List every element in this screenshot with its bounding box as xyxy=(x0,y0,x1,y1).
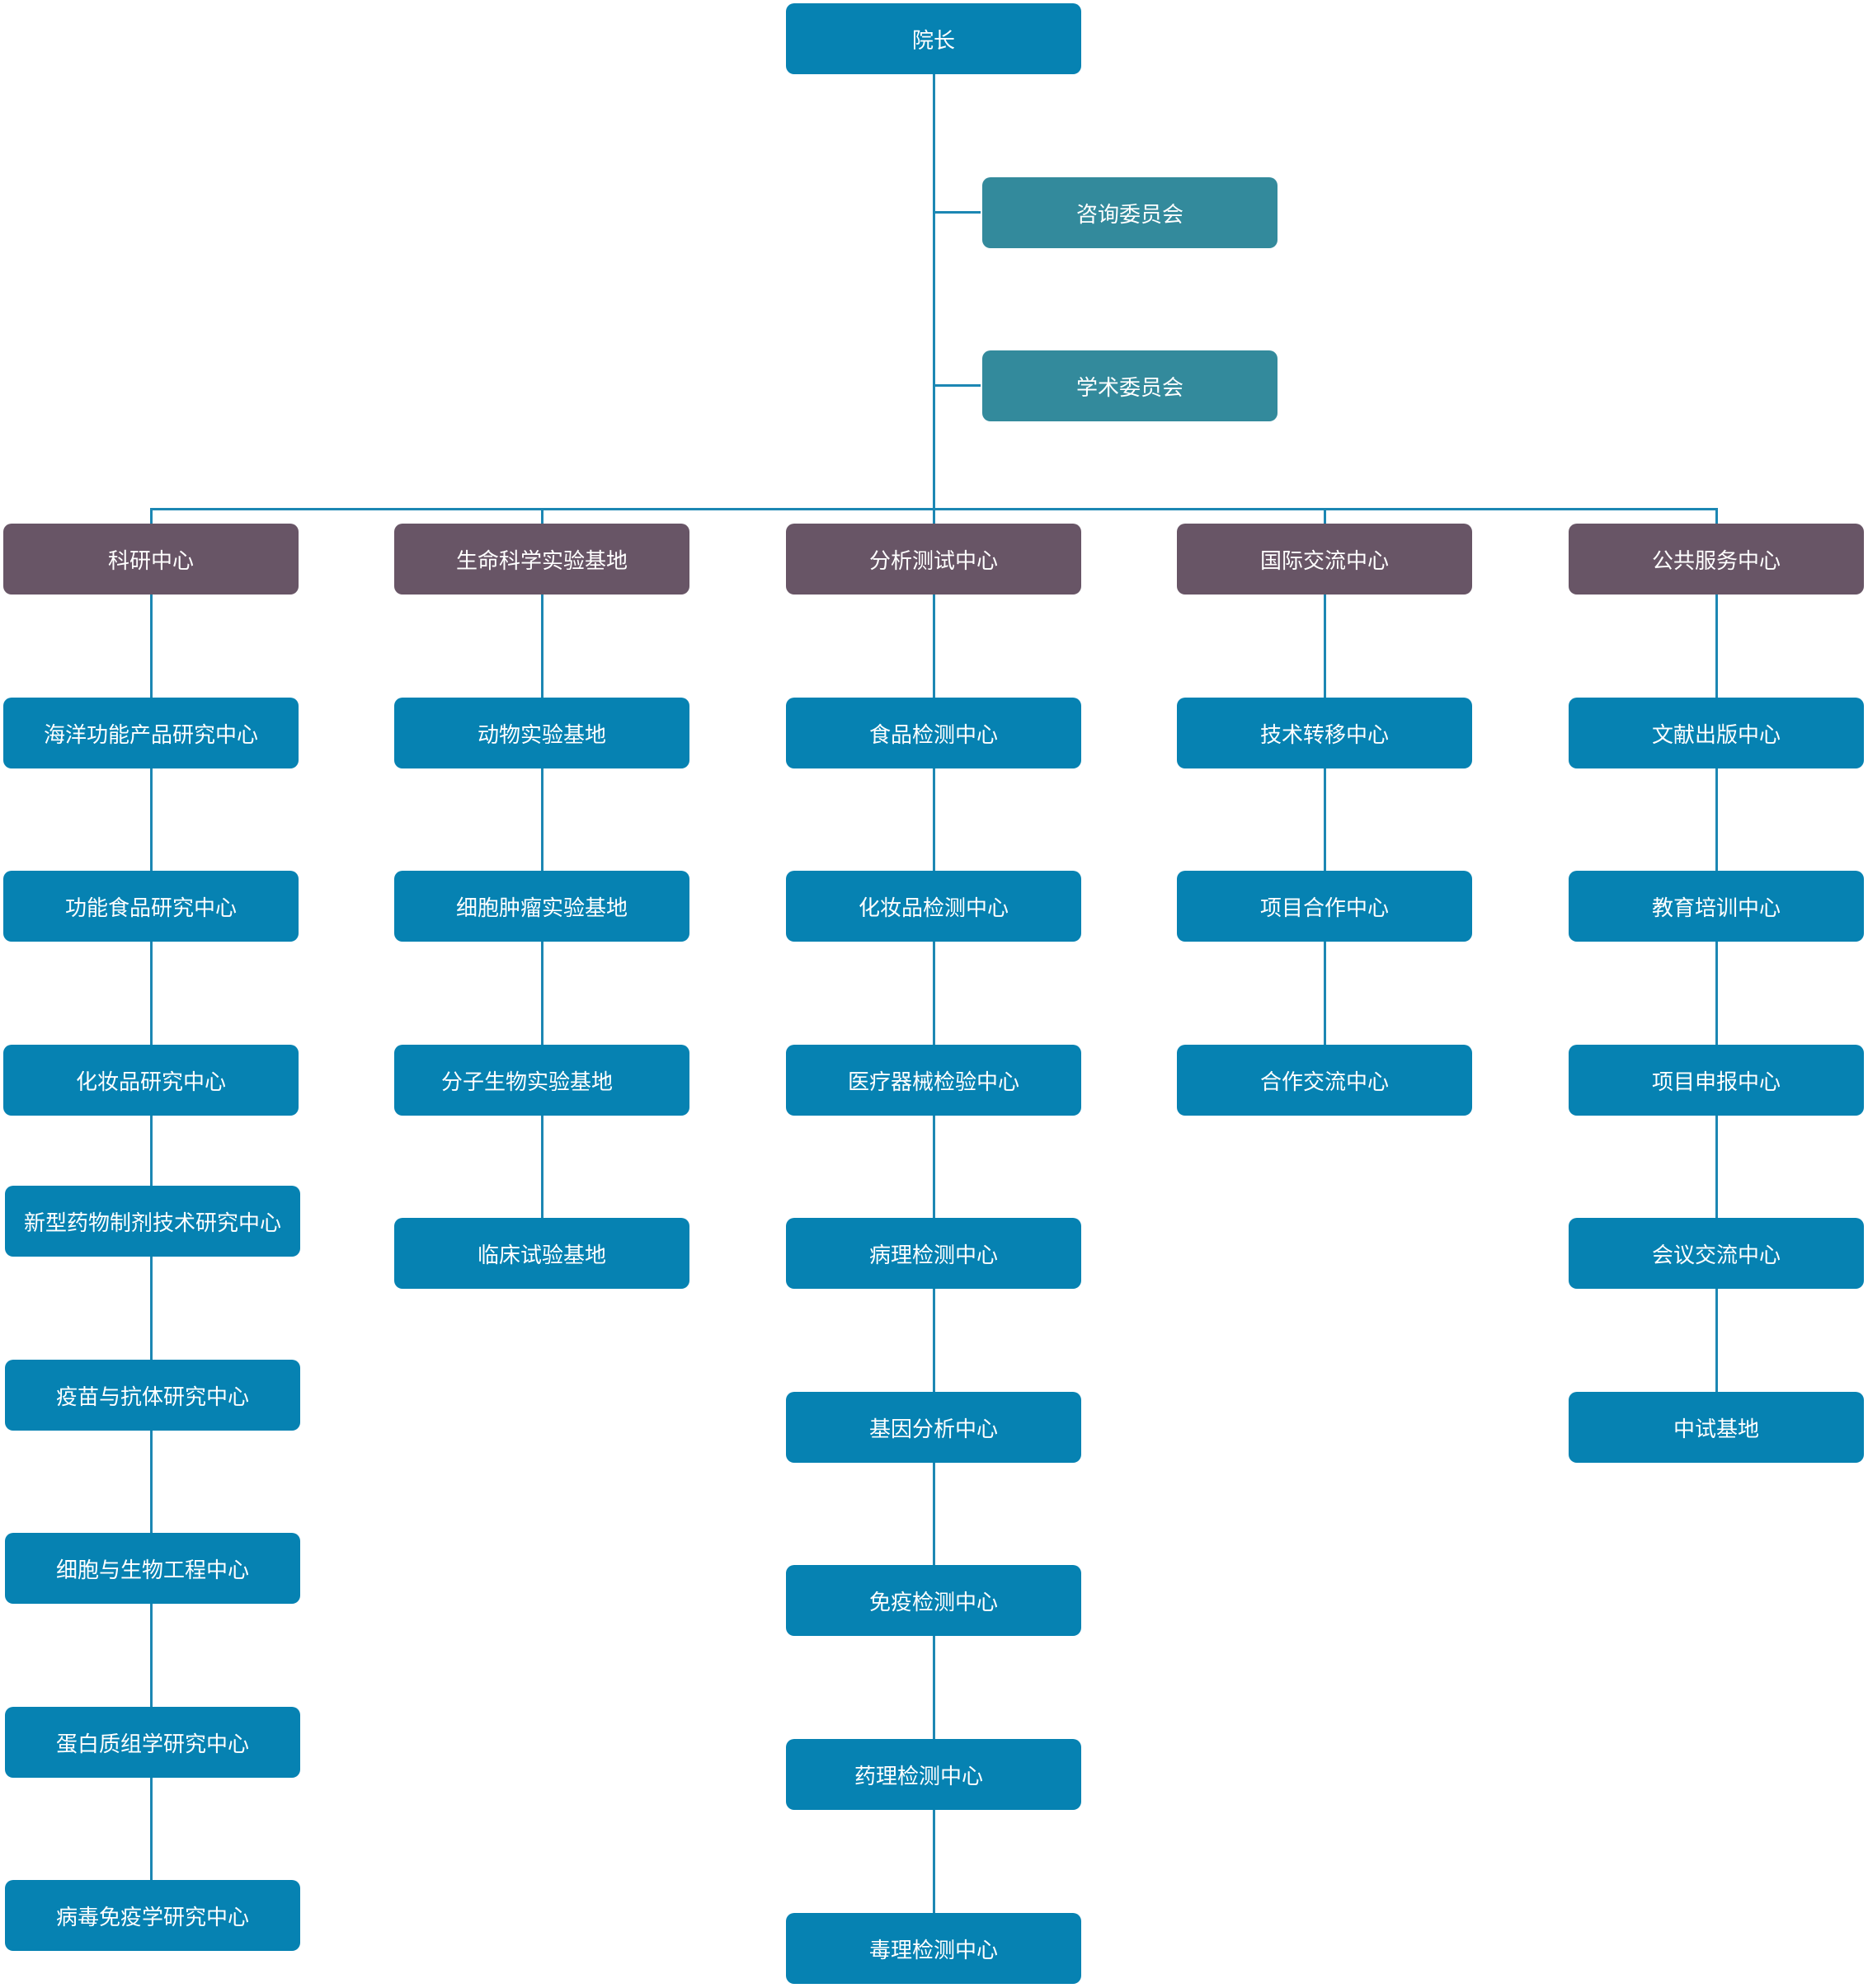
node-label: 医疗器械检验中心 xyxy=(847,1069,1019,1095)
node-analysis-child-8[interactable]: 毒理检测中心 xyxy=(786,1913,1081,1984)
node-label: 教育培训中心 xyxy=(1651,895,1781,921)
node-label: 院长 xyxy=(911,28,955,54)
node-label: 疫苗与抗体研究中心 xyxy=(55,1384,249,1410)
node-label: 化妆品研究中心 xyxy=(75,1069,226,1095)
node-label: 学术委员会 xyxy=(1075,375,1183,401)
division-1-drop-line xyxy=(150,508,153,524)
node-label: 免疫检测中心 xyxy=(868,1590,998,1615)
node-public-child-1[interactable]: 文献出版中心 xyxy=(1569,698,1864,768)
node-research-child-5[interactable]: 疫苗与抗体研究中心 xyxy=(5,1360,300,1431)
node-label: 细胞与生物工程中心 xyxy=(55,1558,249,1583)
node-label: 科研中心 xyxy=(107,548,194,574)
node-label: 项目合作中心 xyxy=(1259,895,1389,921)
node-research-child-1[interactable]: 海洋功能产品研究中心 xyxy=(3,698,299,768)
division-4-column-line xyxy=(1324,594,1326,1055)
node-analysis-child-6[interactable]: 免疫检测中心 xyxy=(786,1565,1081,1636)
node-label: 新型药物制剂技术研究中心 xyxy=(23,1210,281,1236)
node-division-international-exchange[interactable]: 国际交流中心 xyxy=(1177,524,1472,595)
node-president[interactable]: 院长 xyxy=(786,3,1081,74)
node-analysis-child-5[interactable]: 基因分析中心 xyxy=(786,1392,1081,1463)
node-label: 咨询委员会 xyxy=(1075,202,1183,228)
division-2-drop-line xyxy=(541,508,543,524)
node-public-child-4[interactable]: 会议交流中心 xyxy=(1569,1218,1864,1289)
node-public-child-3[interactable]: 项目申报中心 xyxy=(1569,1045,1864,1116)
node-label: 临床试验基地 xyxy=(477,1243,606,1268)
node-label: 国际交流中心 xyxy=(1259,548,1389,574)
root-trunk-line xyxy=(933,73,935,510)
node-label: 生命科学实验基地 xyxy=(455,548,628,574)
node-lifesci-child-3[interactable]: 分子生物实验基地 xyxy=(394,1045,689,1116)
node-advisory-committee[interactable]: 咨询委员会 xyxy=(982,177,1277,248)
node-label: 会议交流中心 xyxy=(1651,1243,1781,1268)
node-label: 化妆品检测中心 xyxy=(858,895,1009,921)
node-label: 分析测试中心 xyxy=(868,548,998,574)
division-4-drop-line xyxy=(1324,508,1326,524)
node-lifesci-child-2[interactable]: 细胞肿瘤实验基地 xyxy=(394,871,689,942)
node-research-child-6[interactable]: 细胞与生物工程中心 xyxy=(5,1533,300,1604)
node-research-child-7[interactable]: 蛋白质组学研究中心 xyxy=(5,1707,300,1778)
division-5-column-line xyxy=(1715,594,1718,1418)
node-research-child-2[interactable]: 功能食品研究中心 xyxy=(3,871,299,942)
node-label: 项目申报中心 xyxy=(1651,1069,1781,1095)
node-division-research[interactable]: 科研中心 xyxy=(3,524,299,595)
node-label: 蛋白质组学研究中心 xyxy=(55,1732,249,1757)
node-lifesci-child-1[interactable]: 动物实验基地 xyxy=(394,698,689,768)
committee-1-branch-line xyxy=(933,211,981,214)
node-label: 药理检测中心 xyxy=(854,1764,983,1789)
node-label: 中试基地 xyxy=(1673,1417,1759,1442)
node-research-child-4[interactable]: 新型药物制剂技术研究中心 xyxy=(5,1186,300,1257)
division-3-drop-line xyxy=(933,508,935,524)
node-label: 功能食品研究中心 xyxy=(64,895,237,921)
node-public-child-5[interactable]: 中试基地 xyxy=(1569,1392,1864,1463)
node-label: 食品检测中心 xyxy=(868,722,998,748)
node-label: 合作交流中心 xyxy=(1259,1069,1389,1095)
node-label: 病理检测中心 xyxy=(868,1243,998,1268)
node-label: 基因分析中心 xyxy=(868,1417,998,1442)
node-label: 动物实验基地 xyxy=(477,722,606,748)
node-research-child-8[interactable]: 病毒免疫学研究中心 xyxy=(5,1880,300,1951)
node-intl-child-1[interactable]: 技术转移中心 xyxy=(1177,698,1472,768)
node-label: 技术转移中心 xyxy=(1259,722,1389,748)
node-intl-child-2[interactable]: 项目合作中心 xyxy=(1177,871,1472,942)
node-research-child-3[interactable]: 化妆品研究中心 xyxy=(3,1045,299,1116)
node-intl-child-3[interactable]: 合作交流中心 xyxy=(1177,1045,1472,1116)
node-analysis-child-1[interactable]: 食品检测中心 xyxy=(786,698,1081,768)
node-label: 海洋功能产品研究中心 xyxy=(43,722,258,748)
node-label: 公共服务中心 xyxy=(1651,548,1781,574)
node-academic-committee[interactable]: 学术委员会 xyxy=(982,350,1277,421)
node-analysis-child-2[interactable]: 化妆品检测中心 xyxy=(786,871,1081,942)
node-label: 病毒免疫学研究中心 xyxy=(55,1905,249,1930)
node-label: 文献出版中心 xyxy=(1651,722,1781,748)
node-division-public-service[interactable]: 公共服务中心 xyxy=(1569,524,1864,595)
node-division-life-science-base[interactable]: 生命科学实验基地 xyxy=(394,524,689,595)
node-label: 细胞肿瘤实验基地 xyxy=(455,895,628,921)
division-5-drop-line xyxy=(1715,508,1718,524)
node-lifesci-child-4[interactable]: 临床试验基地 xyxy=(394,1218,689,1289)
node-division-analysis-testing[interactable]: 分析测试中心 xyxy=(786,524,1081,595)
node-label: 分子生物实验基地 xyxy=(440,1069,613,1095)
node-analysis-child-4[interactable]: 病理检测中心 xyxy=(786,1218,1081,1289)
committee-2-branch-line xyxy=(933,384,981,387)
node-label: 毒理检测中心 xyxy=(868,1938,998,1963)
node-analysis-child-7[interactable]: 药理检测中心 xyxy=(786,1739,1081,1810)
node-public-child-2[interactable]: 教育培训中心 xyxy=(1569,871,1864,942)
node-analysis-child-3[interactable]: 医疗器械检验中心 xyxy=(786,1045,1081,1116)
